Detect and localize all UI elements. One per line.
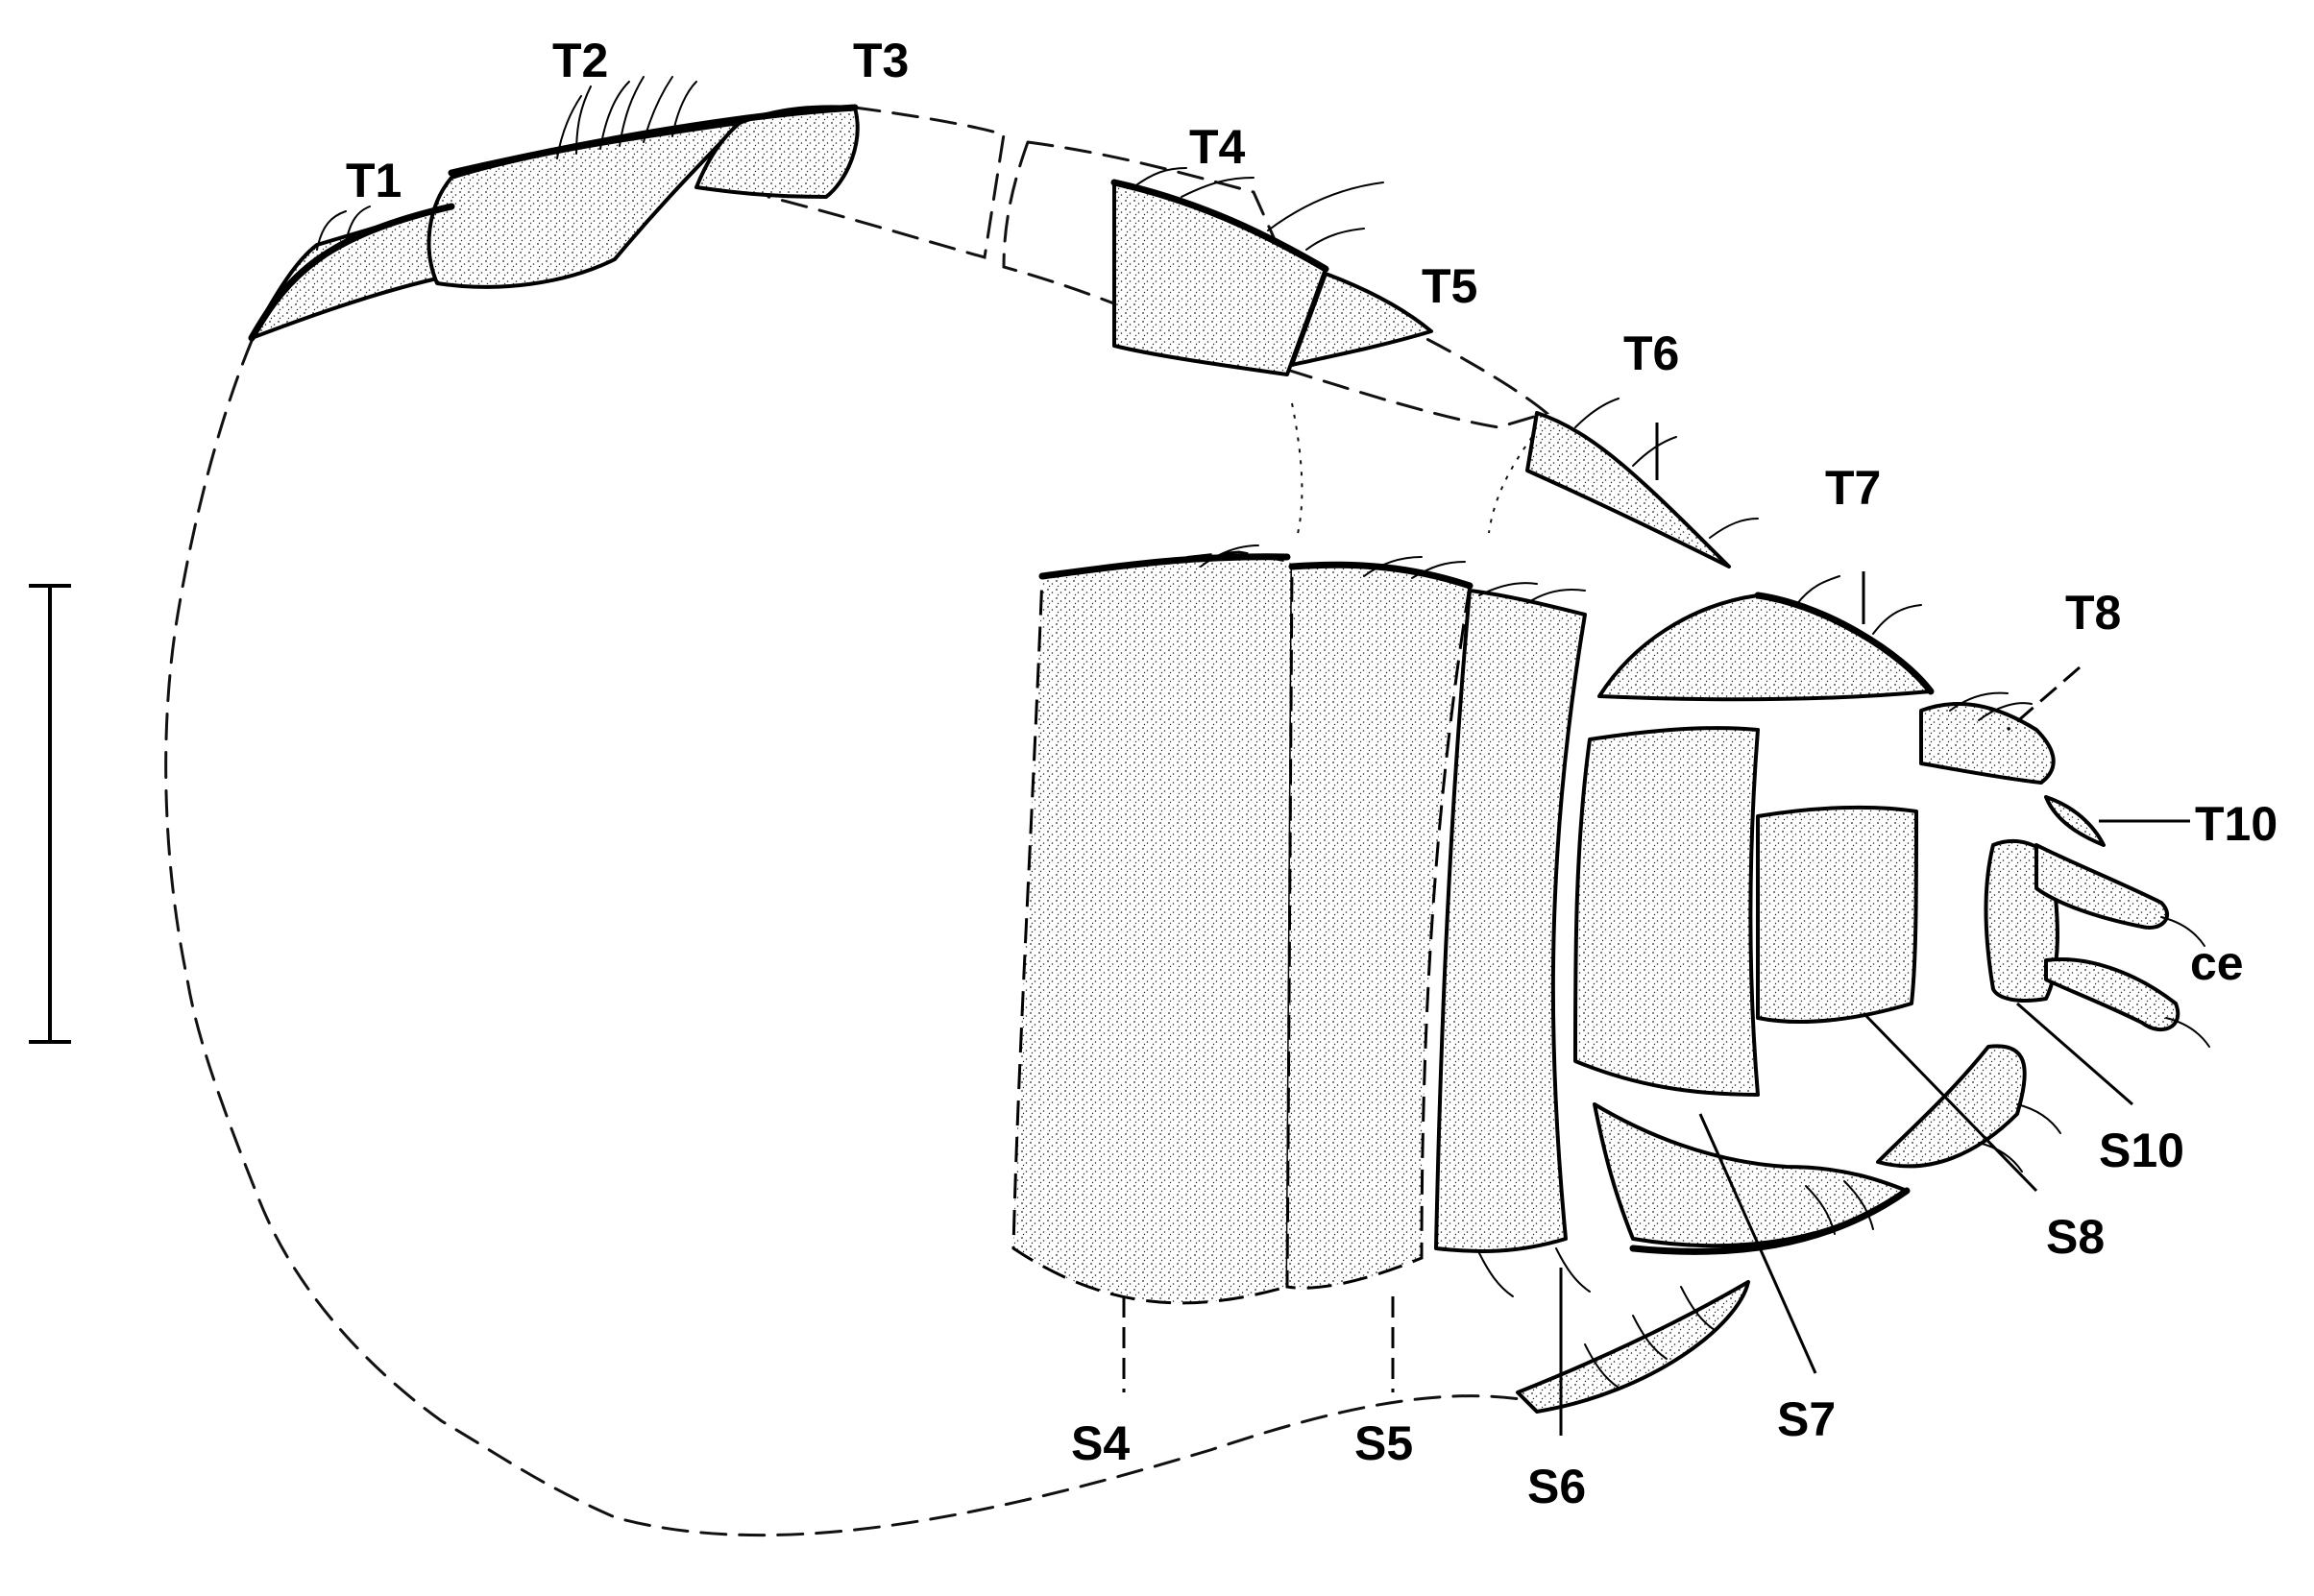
label-t4: T4: [1189, 120, 1246, 174]
cercus-lower: [2044, 957, 2180, 1032]
sternite-s6-lower: [1516, 1280, 1750, 1414]
dorsal-outline-t5: [1285, 325, 1550, 429]
edge-s5-top: [1288, 561, 1474, 590]
label-s5: S5: [1354, 1416, 1413, 1470]
cercus-upper: [2034, 843, 2170, 930]
label-t5: T5: [1422, 259, 1477, 313]
leader-lines: [1122, 423, 2190, 1436]
dotted-line-right: [1488, 436, 1533, 534]
label-s6: S6: [1527, 1460, 1586, 1513]
edge-s7-curve: [1629, 1187, 1911, 1255]
sternite-s6: [1434, 589, 1587, 1253]
edge-t7: [1754, 592, 1935, 695]
tergite-t10: [2044, 795, 2106, 847]
dotted-line-left: [1291, 402, 1303, 539]
edge-t2-t3: [448, 104, 859, 177]
scale-bar: [29, 584, 71, 1044]
setae: [316, 76, 2210, 1389]
tergite-t5: [1290, 272, 1433, 367]
label-s8: S8: [2046, 1210, 2105, 1264]
label-s10: S10: [2099, 1124, 2184, 1177]
label-t6: T6: [1623, 326, 1679, 380]
label-t2: T2: [552, 34, 608, 87]
label-ce: ce: [2190, 936, 2244, 990]
sternite-s7: [1573, 726, 1760, 1097]
sternite-s4: [1011, 550, 1294, 1305]
label-t10: T10: [2195, 797, 2277, 851]
tergite-t8: [1919, 701, 2056, 785]
label-t3: T3: [853, 34, 909, 87]
edge-s4-top: [1038, 553, 1291, 580]
tergite-t6: [1525, 411, 1731, 568]
sternite-s8-lower: [1876, 1044, 2027, 1169]
edge-t4: [1110, 179, 1329, 273]
body-outline: [164, 339, 1539, 1537]
label-s7: S7: [1777, 1392, 1836, 1446]
label-t7: T7: [1825, 461, 1881, 515]
dorsal-outline: [767, 106, 1006, 259]
label-t1: T1: [346, 154, 402, 207]
labels: T1 T2 T3 T4 T5 T6 T7 T8 T10 ce S4 S5 S6 …: [346, 34, 2277, 1513]
tergite-t4: [1112, 181, 1328, 376]
label-s4: S4: [1071, 1416, 1130, 1470]
edge-t1: [248, 203, 455, 342]
label-t8: T8: [2065, 586, 2121, 640]
sternite-s8: [1756, 805, 1918, 1024]
